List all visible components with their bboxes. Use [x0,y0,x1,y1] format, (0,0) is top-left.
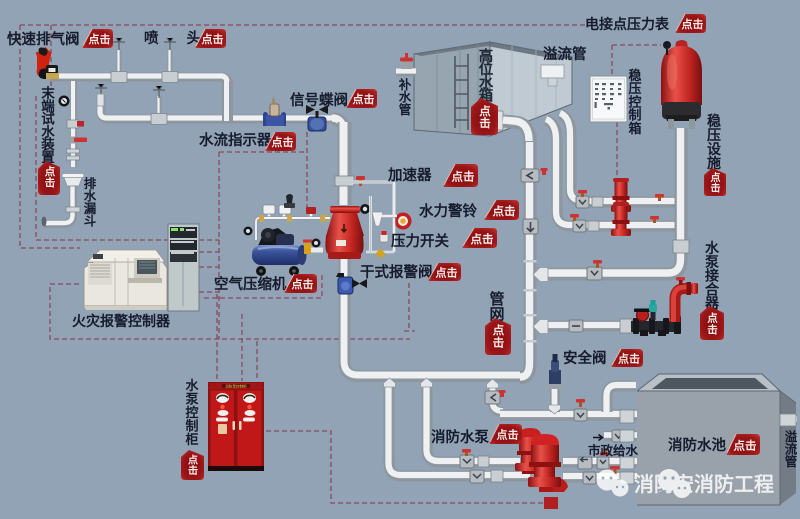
svg-text:点击: 点击 [497,428,519,442]
svg-text:点击: 点击 [452,170,475,184]
svg-text:点击: 点击 [479,104,491,130]
svg-text:稳压控制箱: 稳压控制箱 [628,68,641,136]
svg-text:溢流管: 溢流管 [543,45,587,63]
svg-text:末端试水装置: 末端试水装置 [40,85,55,165]
svg-text:点击: 点击 [188,454,198,478]
svg-text:点击: 点击 [618,352,640,366]
svg-text:水泵接合器: 水泵接合器 [704,240,720,311]
svg-text:干式报警阀: 干式报警阀 [360,263,433,281]
svg-text:电接点压力表: 电接点压力表 [585,16,670,32]
svg-text:点击: 点击 [682,17,704,31]
svg-text:水泵控制柜: 水泵控制柜 [184,378,199,447]
svg-text:点击: 点击 [711,171,721,195]
svg-text:快速排气阀: 快速排气阀 [7,30,80,48]
svg-text:点击: 点击 [493,323,505,350]
svg-text:点击: 点击 [45,165,56,189]
svg-text:安全阀: 安全阀 [563,349,607,367]
svg-text:补水管: 补水管 [398,77,412,117]
svg-text:点击: 点击 [707,312,718,337]
svg-text:空气压缩机: 空气压缩机 [214,275,287,293]
svg-text:加速器: 加速器 [387,166,432,184]
svg-text:点击: 点击 [202,32,224,46]
svg-text:点击: 点击 [272,135,294,149]
svg-text:高位水箱: 高位水箱 [479,47,494,105]
svg-text:消防泵控制柜: 消防泵控制柜 [225,384,247,389]
svg-text:市政给水: 市政给水 [588,443,639,458]
svg-text:稳压设施: 稳压设施 [707,113,722,171]
svg-text:点击: 点击 [493,204,516,218]
svg-text:点击: 点击 [353,92,375,106]
svg-text:点击: 点击 [734,439,757,453]
svg-text:溢流管: 溢流管 [785,429,798,469]
svg-text:水力警铃: 水力警铃 [419,202,477,220]
svg-text:点击: 点击 [471,232,494,246]
svg-text:消防安消防工程: 消防安消防工程 [634,472,774,496]
svg-text:点击: 点击 [436,266,458,280]
svg-text:信号蝶阀: 信号蝶阀 [290,91,348,109]
svg-text:火灾报警控制器: 火灾报警控制器 [72,313,171,329]
svg-text:排水漏斗: 排水漏斗 [84,176,97,229]
svg-text:管网: 管网 [489,290,504,323]
svg-text:消防水泵: 消防水泵 [431,428,489,446]
svg-text:点击: 点击 [89,32,111,46]
svg-text:水流指示器: 水流指示器 [199,131,272,149]
svg-text:消防水池: 消防水池 [668,436,726,454]
svg-text:喷 头: 喷 头 [144,30,213,47]
svg-text:点击: 点击 [292,277,314,291]
svg-text:压力开关: 压力开关 [391,232,449,250]
